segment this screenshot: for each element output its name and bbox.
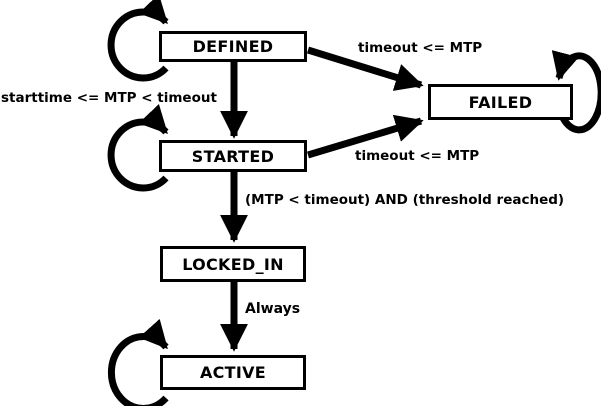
self-loop-defined: [107, 0, 169, 82]
edge-label-locked-in-to-active: Always: [245, 301, 301, 317]
state-failed: FAILED: [428, 84, 573, 120]
state-defined-label: DEFINED: [192, 37, 274, 56]
self-loop-started: [107, 104, 169, 192]
edge-label-defined-to-started: starttime <= MTP < timeout: [1, 90, 217, 106]
edge-label-defined-to-failed: timeout <= MTP: [358, 40, 483, 56]
state-started: STARTED: [159, 140, 307, 172]
edge-label-started-to-failed: timeout <= MTP: [355, 148, 480, 164]
state-active: ACTIVE: [160, 355, 306, 390]
arrow-defined-to-failed: [306, 46, 424, 91]
state-failed-label: FAILED: [468, 92, 533, 112]
self-loop-active: [107, 318, 169, 406]
state-defined: DEFINED: [159, 31, 307, 62]
state-locked-in-label: LOCKED_IN: [182, 254, 284, 274]
arrow-started-to-failed: [306, 114, 424, 159]
state-active-label: ACTIVE: [199, 363, 267, 382]
state-started-label: STARTED: [191, 146, 275, 166]
state-locked-in: LOCKED_IN: [160, 246, 306, 282]
edge-label-started-to-locked-in: (MTP < timeout) AND (threshold reached): [245, 192, 565, 208]
